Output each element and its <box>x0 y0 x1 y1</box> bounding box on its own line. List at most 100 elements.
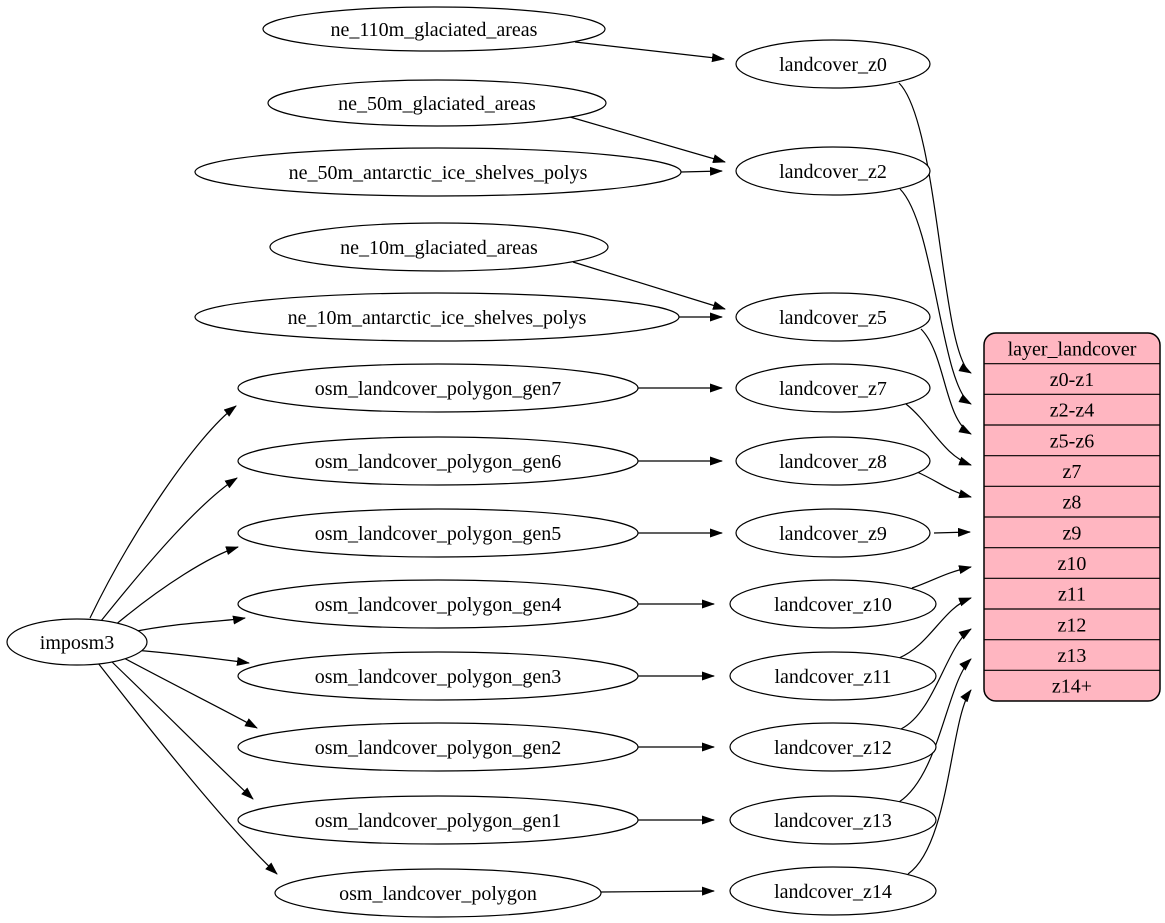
node-osm_landcover_polygon_gen4-shape <box>237 579 639 629</box>
node-landcover_z0-shape <box>735 39 931 89</box>
record-row-z5-z6: z5-z6 <box>1050 430 1094 452</box>
node-osm_landcover_polygon_gen3: osm_landcover_polygon_gen3 <box>237 651 639 701</box>
record-row-z11: z11 <box>1058 584 1086 606</box>
record-row-z9: z9 <box>1063 522 1082 544</box>
edge-layer <box>89 41 972 896</box>
node-landcover_z14-label: landcover_z14 <box>774 881 892 903</box>
record-layer_landcover: layer_landcoverz0-z1z2-z4z5-z6z7z8z9z10z… <box>983 332 1161 702</box>
node-osm_landcover_polygon-shape <box>274 868 602 918</box>
node-landcover_z10-shape <box>729 579 937 629</box>
edge-landcover_z9--layer_landcover:z9 <box>933 527 971 537</box>
node-ne_50m_antarctic_ice_shelves_polys-shape <box>194 147 682 197</box>
edge-imposm3--osm_landcover_polygon_gen5 <box>113 546 239 627</box>
edge-imposm3--osm_landcover_polygon_gen4 <box>131 615 246 633</box>
node-osm_landcover_polygon_gen1-label: osm_landcover_polygon_gen1 <box>315 810 562 832</box>
node-landcover_z13-label: landcover_z13 <box>774 810 892 832</box>
node-ne_110m_glaciated_areas: ne_110m_glaciated_areas <box>262 6 606 52</box>
node-landcover_z9: landcover_z9 <box>735 508 931 558</box>
node-landcover_z9-label: landcover_z9 <box>779 523 887 545</box>
node-landcover_z11-shape <box>729 651 937 701</box>
node-landcover_z13: landcover_z13 <box>729 795 937 845</box>
edge-ne_10m_glaciated_areas--landcover_z5 <box>572 261 726 310</box>
edge-landcover_z14--layer_landcover:z14+ <box>907 689 972 875</box>
edge-imposm3--osm_landcover_polygon <box>97 662 278 875</box>
node-ne_10m_glaciated_areas: ne_10m_glaciated_areas <box>269 222 609 272</box>
node-osm_landcover_polygon_gen1-shape <box>237 795 639 845</box>
node-imposm3-shape <box>6 618 148 666</box>
node-landcover_z11-label: landcover_z11 <box>775 666 892 688</box>
node-landcover_z10-label: landcover_z10 <box>774 594 892 616</box>
node-landcover_z14: landcover_z14 <box>729 866 937 916</box>
node-landcover_z7-label: landcover_z7 <box>779 378 887 400</box>
node-osm_landcover_polygon_gen7-label: osm_landcover_polygon_gen7 <box>315 378 562 400</box>
edge-osm_landcover_polygon--landcover_z14 <box>600 886 715 896</box>
node-ne_10m_antarctic_ice_shelves_polys: ne_10m_antarctic_ice_shelves_polys <box>194 292 680 342</box>
node-landcover_z14-shape <box>729 866 937 916</box>
node-osm_landcover_polygon_gen7: osm_landcover_polygon_gen7 <box>237 363 639 413</box>
node-osm_landcover_polygon_gen6-shape <box>237 436 639 486</box>
node-ne_50m_glaciated_areas-label: ne_50m_glaciated_areas <box>338 93 536 115</box>
node-landcover_z7: landcover_z7 <box>735 363 931 413</box>
node-ne_50m_antarctic_ice_shelves_polys-label: ne_50m_antarctic_ice_shelves_polys <box>289 162 588 184</box>
node-landcover_z0-label: landcover_z0 <box>779 54 887 76</box>
record-row-z7: z7 <box>1063 461 1082 483</box>
node-osm_landcover_polygon_gen2-label: osm_landcover_polygon_gen2 <box>315 737 562 759</box>
record-title: layer_landcover <box>1008 338 1137 360</box>
record-row-z0-z1: z0-z1 <box>1050 369 1094 391</box>
node-ne_50m_glaciated_areas: ne_50m_glaciated_areas <box>267 79 607 127</box>
node-ne_10m_glaciated_areas-shape <box>269 222 609 272</box>
node-ne_10m_glaciated_areas-label: ne_10m_glaciated_areas <box>340 237 538 259</box>
node-osm_landcover_polygon: osm_landcover_polygon <box>274 868 602 918</box>
node-ne_110m_glaciated_areas-shape <box>262 6 606 52</box>
node-imposm3: imposm3 <box>6 618 148 666</box>
edge-imposm3--osm_landcover_polygon_gen2 <box>119 655 258 729</box>
node-osm_landcover_polygon_gen1: osm_landcover_polygon_gen1 <box>237 795 639 845</box>
edge-imposm3--osm_landcover_polygon_gen1 <box>109 659 254 800</box>
edge-landcover_z0--layer_landcover:z0-z1 <box>898 82 972 374</box>
edge-ne_50m_glaciated_areas--landcover_z2 <box>569 116 726 163</box>
node-landcover_z10: landcover_z10 <box>729 579 937 629</box>
node-layer: imposm3 ne_110m_glaciated_areas ne_50m_gla… <box>6 6 937 918</box>
node-osm_landcover_polygon_gen6-label: osm_landcover_polygon_gen6 <box>315 451 562 473</box>
node-landcover_z2-shape <box>735 146 931 196</box>
node-landcover_z8-label: landcover_z8 <box>779 451 887 473</box>
node-osm_landcover_polygon-label: osm_landcover_polygon <box>339 883 537 905</box>
node-osm_landcover_polygon_gen4-label: osm_landcover_polygon_gen4 <box>315 594 562 616</box>
edge-landcover_z2--layer_landcover:z2-z4 <box>899 188 972 405</box>
edge-landcover_z13--layer_landcover:z13 <box>898 658 972 803</box>
node-osm_landcover_polygon_gen5: osm_landcover_polygon_gen5 <box>237 508 639 558</box>
node-osm_landcover_polygon_gen7-shape <box>237 363 639 413</box>
edge-imposm3--osm_landcover_polygon_gen7 <box>89 405 237 619</box>
node-osm_landcover_polygon_gen6: osm_landcover_polygon_gen6 <box>237 436 639 486</box>
edge-landcover_z12--layer_landcover:z12 <box>900 628 972 730</box>
edge-ne_110m_glaciated_areas--landcover_z0 <box>574 41 725 63</box>
edge-landcover_z11--layer_landcover:z11 <box>898 597 972 659</box>
node-osm_landcover_polygon_gen3-shape <box>237 651 639 701</box>
node-ne_50m_glaciated_areas-shape <box>267 79 607 127</box>
node-landcover_z5: landcover_z5 <box>735 292 931 342</box>
node-ne_50m_antarctic_ice_shelves_polys: ne_50m_antarctic_ice_shelves_polys <box>194 147 682 197</box>
node-landcover_z0: landcover_z0 <box>735 39 931 89</box>
record-row-z2-z4: z2-z4 <box>1050 400 1094 422</box>
edge-ne_50m_antarctic_ice_shelves_polys--landcover_z2 <box>680 166 723 176</box>
edge-imposm3--osm_landcover_polygon_gen6 <box>100 477 238 622</box>
node-landcover_z11: landcover_z11 <box>729 651 937 701</box>
edge-landcover_z5--layer_landcover:z5-z6 <box>920 328 972 435</box>
node-landcover_z8-shape <box>735 436 931 486</box>
node-landcover_z2: landcover_z2 <box>735 146 931 196</box>
node-landcover_z12-shape <box>729 722 937 772</box>
record-row-z8: z8 <box>1063 492 1082 514</box>
node-landcover_z2-label: landcover_z2 <box>779 161 887 183</box>
node-ne_10m_antarctic_ice_shelves_polys-label: ne_10m_antarctic_ice_shelves_polys <box>288 307 587 329</box>
edge-landcover_z8--layer_landcover:z8 <box>916 471 972 499</box>
node-osm_landcover_polygon_gen2-shape <box>237 722 639 772</box>
node-landcover_z12-label: landcover_z12 <box>774 737 892 759</box>
node-osm_landcover_polygon_gen5-label: osm_landcover_polygon_gen5 <box>315 523 562 545</box>
node-landcover_z9-shape <box>735 508 931 558</box>
node-landcover_z13-shape <box>729 795 937 845</box>
node-ne_10m_antarctic_ice_shelves_polys-shape <box>194 292 680 342</box>
node-osm_landcover_polygon_gen2: osm_landcover_polygon_gen2 <box>237 722 639 772</box>
edge-landcover_z7--layer_landcover:z7 <box>905 403 972 466</box>
record-row-z14+: z14+ <box>1052 676 1092 698</box>
